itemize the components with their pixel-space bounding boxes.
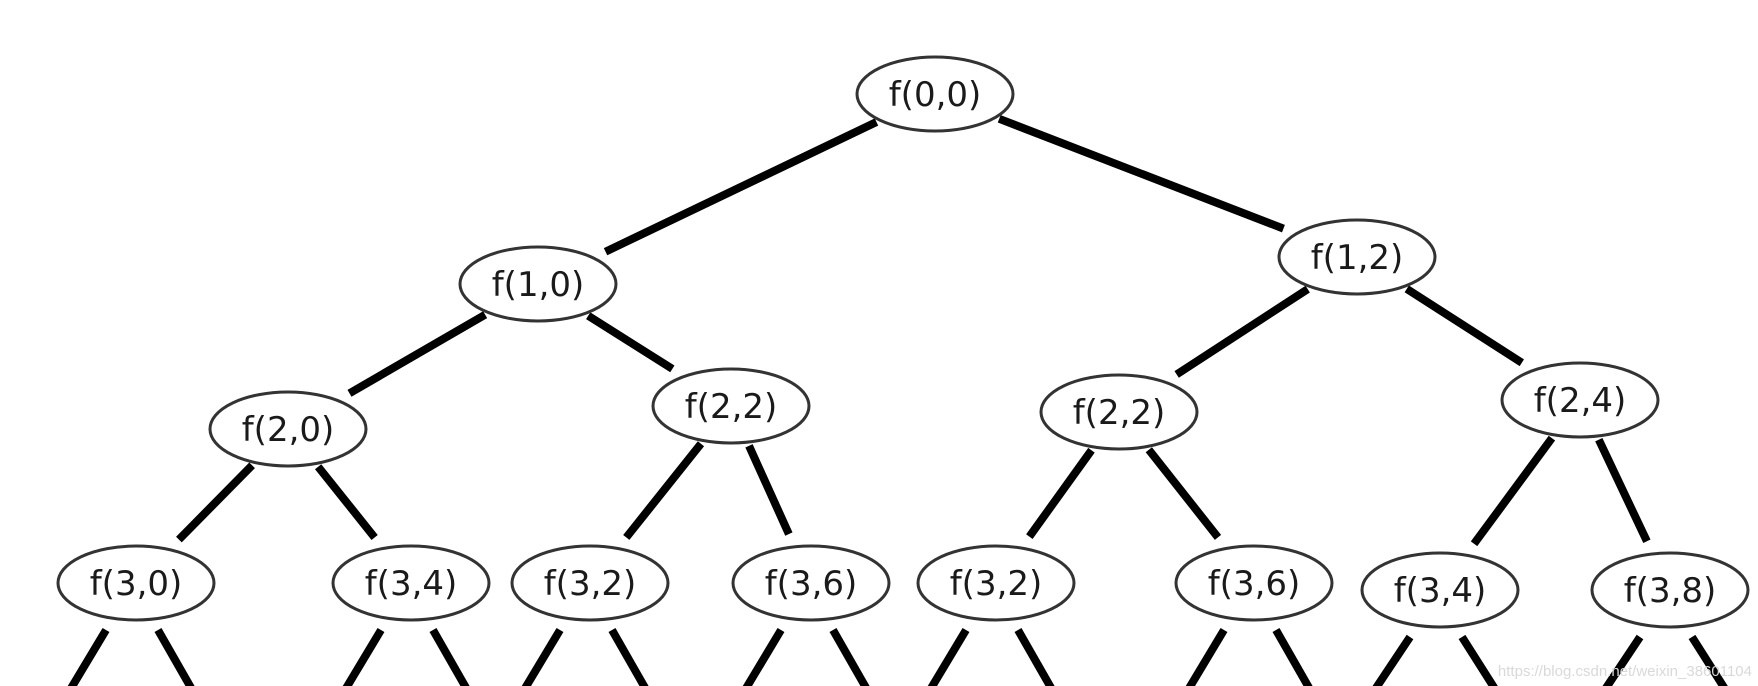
node-ellipse	[1174, 544, 1334, 622]
node-ellipse	[208, 390, 368, 468]
tree-node: f(3,4)	[1360, 551, 1520, 629]
edge-n24-n38	[1595, 438, 1651, 543]
tree-node: f(2,2)	[651, 367, 811, 445]
stub-edge-left-n32a	[521, 627, 564, 686]
tree-node: f(1,0)	[458, 245, 618, 323]
stub-edge-right-n36b	[1272, 628, 1313, 686]
node-ellipse	[916, 544, 1076, 622]
edge-n00-n10	[603, 118, 879, 256]
node-label: f(3,8)	[1624, 571, 1717, 611]
tree-node: f(2,4)	[1500, 361, 1660, 439]
node-ellipse	[1500, 361, 1660, 439]
stub-edge-right-n32b	[1014, 628, 1055, 686]
edge-n22a-n32a	[623, 441, 705, 540]
node-ellipse	[651, 367, 811, 445]
edge-n22b-n32b	[1026, 447, 1095, 539]
node-label: f(0,0)	[889, 75, 982, 115]
node-ellipse	[1590, 551, 1750, 629]
stub-edge-left-n34b	[1372, 634, 1414, 686]
tree-node: f(1,2)	[1277, 218, 1437, 296]
tree-node: f(0,0)	[855, 55, 1015, 133]
stub-edge-right-n36a	[829, 628, 870, 686]
tree-node: f(3,2)	[916, 544, 1076, 622]
node-label: f(3,0)	[90, 564, 183, 604]
node-label: f(2,2)	[1073, 393, 1166, 433]
edge-n12-n24	[1404, 285, 1524, 367]
node-label: f(1,0)	[492, 265, 585, 305]
stub-edge-left-n32b	[927, 627, 970, 686]
tree-node: f(2,0)	[208, 390, 368, 468]
stub-edge-right-n34a	[429, 628, 470, 686]
node-label: f(3,4)	[1394, 571, 1487, 611]
tree-node: f(3,8)	[1590, 551, 1750, 629]
stub-edge-right-n34b	[1458, 634, 1498, 686]
edge-n20-n34a	[315, 464, 378, 540]
node-ellipse	[331, 544, 491, 622]
tree-node: f(3,6)	[731, 544, 891, 622]
tree-node: f(3,4)	[331, 544, 491, 622]
tree-node: f(3,0)	[56, 544, 216, 622]
node-ellipse	[855, 55, 1015, 133]
edge-n10-n22a	[586, 312, 675, 373]
node-label: f(2,0)	[242, 410, 335, 450]
stub-edge-left-n38	[1602, 634, 1644, 686]
edge-n22a-n36a	[745, 444, 793, 536]
node-ellipse	[56, 544, 216, 622]
edge-n00-n12	[997, 115, 1285, 233]
node-label: f(2,2)	[685, 387, 778, 427]
edge-n20-n30	[176, 462, 255, 543]
stub-edge-left-n36b	[1185, 627, 1228, 686]
stub-edge-right-n30	[154, 628, 195, 686]
node-label: f(3,6)	[765, 564, 858, 604]
node-ellipse	[458, 245, 618, 323]
edge-n22b-n36b	[1145, 447, 1222, 540]
node-ellipse	[1360, 551, 1520, 629]
edge-n10-n20	[347, 311, 488, 397]
node-label: f(1,2)	[1311, 238, 1404, 278]
node-ellipse	[731, 544, 891, 622]
nodes-layer: f(0,0) f(1,0) f(1,2) f(2,0) f(2,2) f(2,2) f(2,…	[56, 55, 1750, 629]
stub-edge-left-n34a	[342, 627, 385, 686]
node-ellipse	[1277, 218, 1437, 296]
edge-n24-n34b	[1470, 435, 1556, 547]
tree-node: f(2,2)	[1039, 373, 1199, 451]
stub-edge-right-n38	[1688, 634, 1728, 686]
stub-edge-right-n32a	[608, 628, 649, 686]
node-ellipse	[1039, 373, 1199, 451]
edges-layer	[67, 115, 1728, 686]
stub-edge-left-n36a	[742, 627, 785, 686]
node-label: f(3,6)	[1208, 564, 1301, 604]
watermark: https://blog.csdn.net/weixin_38601104	[1497, 663, 1752, 680]
tree-node: f(3,6)	[1174, 544, 1334, 622]
edge-n12-n22b	[1174, 285, 1310, 378]
node-label: f(3,2)	[950, 564, 1043, 604]
node-label: f(2,4)	[1534, 381, 1627, 421]
node-ellipse	[510, 544, 670, 622]
tree-node: f(3,2)	[510, 544, 670, 622]
node-label: f(3,4)	[365, 564, 458, 604]
stub-edge-left-n30	[67, 627, 110, 686]
node-label: f(3,2)	[544, 564, 637, 604]
